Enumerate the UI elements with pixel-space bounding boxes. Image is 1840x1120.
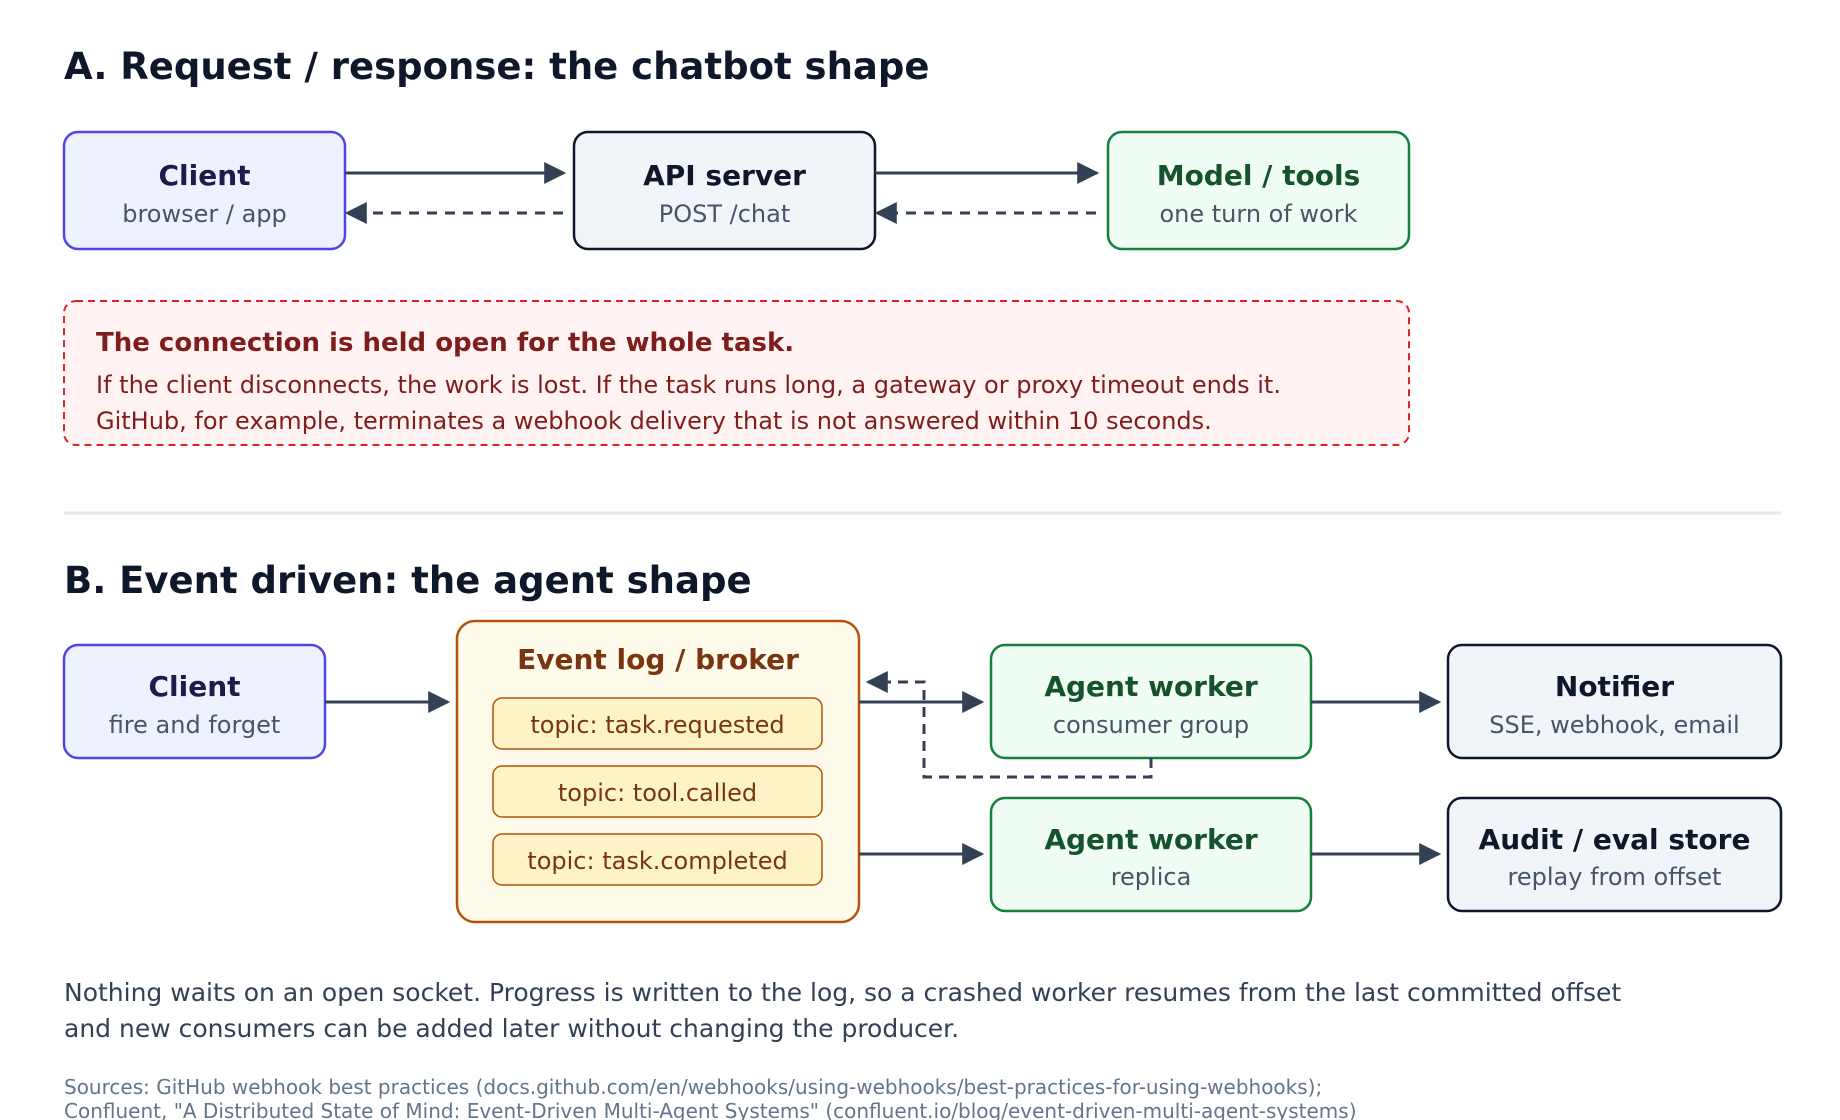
- agent-worker-replica-node: Agent worker replica: [989, 796, 1313, 913]
- topic-label: topic: task.requested: [530, 711, 784, 739]
- api-server-node: API server POST /chat: [572, 130, 877, 251]
- summary-line-2: and new consumers can be added later wit…: [64, 1014, 959, 1043]
- worker-2-subtitle: replica: [1111, 863, 1192, 891]
- model-tools-subtitle: one turn of work: [1159, 200, 1357, 228]
- broker-title: Event log / broker: [517, 643, 799, 676]
- topic-tool-called: topic: tool.called: [492, 765, 823, 818]
- arrow-worker-1-commit-to-broker: [865, 671, 1153, 779]
- notifier-subtitle: SSE, webhook, email: [1489, 711, 1739, 739]
- section-b-heading: B. Event driven: the agent shape: [64, 559, 752, 602]
- section-a-heading: A. Request / response: the chatbot shape: [64, 45, 929, 88]
- topic-label: topic: task.completed: [527, 847, 787, 875]
- client-node-b: Client fire and forget: [62, 643, 327, 760]
- summary-line-1: Nothing waits on an open socket. Progres…: [64, 978, 1621, 1007]
- audit-eval-store-node: Audit / eval store replay from offset: [1446, 796, 1783, 913]
- notifier-node: Notifier SSE, webhook, email: [1446, 643, 1783, 760]
- client-title-b: Client: [148, 670, 240, 703]
- topic-label: topic: tool.called: [558, 779, 757, 807]
- warning-line-2: GitHub, for example, terminates a webhoo…: [96, 407, 1212, 435]
- worker-1-subtitle: consumer group: [1053, 711, 1249, 739]
- topic-task-requested: topic: task.requested: [492, 697, 823, 750]
- api-server-subtitle: POST /chat: [659, 200, 791, 228]
- sources-line-2: Confluent, "A Distributed State of Mind:…: [64, 1099, 1357, 1120]
- sources-line-1: Sources: GitHub webhook best practices (…: [64, 1075, 1322, 1099]
- audit-subtitle: replay from offset: [1508, 863, 1722, 891]
- section-a-arrows: [344, 162, 1100, 224]
- section-b-arrows: [325, 671, 1442, 865]
- client-subtitle-b: fire and forget: [109, 711, 281, 739]
- client-title-a: Client: [158, 159, 250, 192]
- worker-1-title: Agent worker: [1044, 670, 1258, 703]
- notifier-title: Notifier: [1555, 670, 1674, 703]
- model-tools-node: Model / tools one turn of work: [1106, 130, 1411, 251]
- event-log-broker-node: Event log / broker topic: task.requested…: [455, 619, 861, 924]
- audit-title: Audit / eval store: [1479, 823, 1751, 856]
- api-server-title: API server: [643, 159, 806, 192]
- worker-2-title: Agent worker: [1044, 823, 1258, 856]
- client-node-a: Client browser / app: [62, 130, 347, 251]
- warning-line-1: If the client disconnects, the work is l…: [96, 371, 1281, 399]
- topic-task-completed: topic: task.completed: [492, 833, 823, 886]
- warning-callout: The connection is held open for the whol…: [63, 300, 1410, 446]
- model-tools-title: Model / tools: [1157, 159, 1361, 192]
- agent-worker-consumer-node: Agent worker consumer group: [989, 643, 1313, 760]
- warning-title: The connection is held open for the whol…: [96, 328, 794, 358]
- client-subtitle-a: browser / app: [122, 200, 287, 228]
